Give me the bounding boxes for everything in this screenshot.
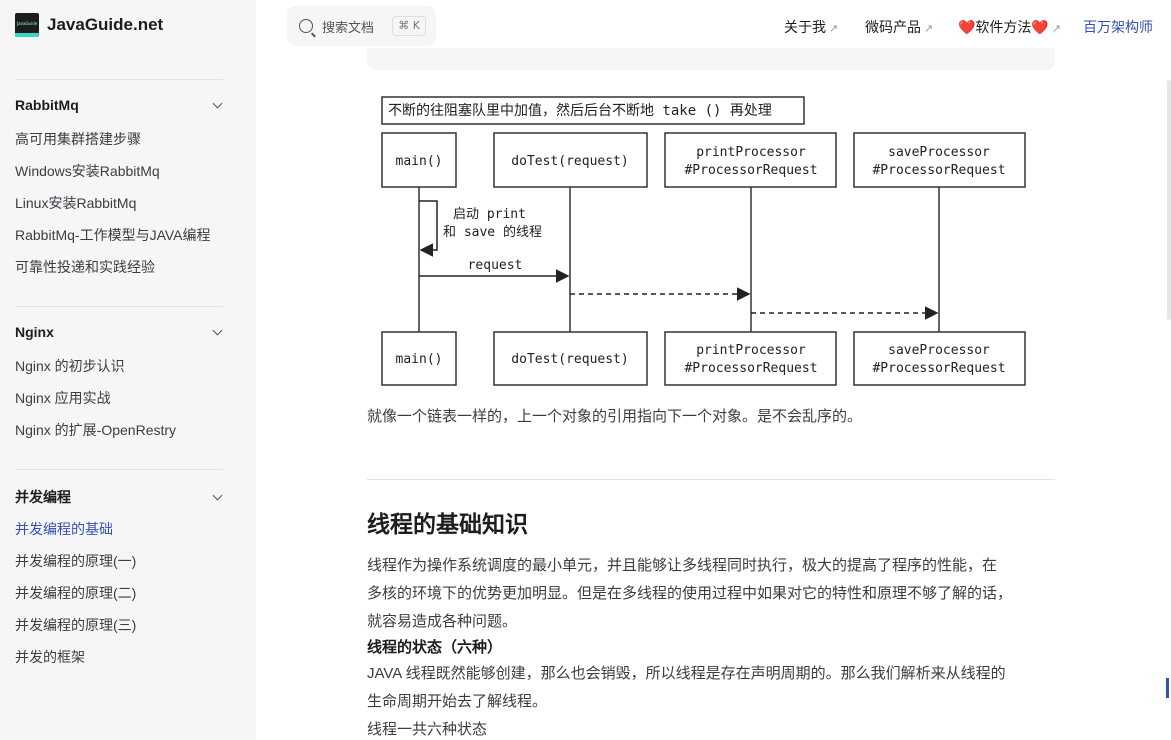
search-shortcut-hint: ⌘ K [392,16,426,36]
nav-link-products[interactable]: 微码产品↗ [865,17,933,37]
sidebar-group-concurrency[interactable]: 并发编程 [15,487,223,507]
participant-label: #ProcessorRequest [872,361,1005,376]
section-heading: 线程的基础知识 [367,511,528,537]
participant-label: main() [396,154,443,169]
participant-label: doTest(request) [511,154,628,169]
participant-printprocessor-bottom [664,331,837,386]
nav-link-label: 关于我 [784,19,826,35]
nav-link-label: 微码产品 [865,19,921,35]
paragraph-line: 多核的环境下的优势更加明显。但是在多线程的使用过程中如果对它的特性和原理不够了解… [367,585,1013,602]
paragraph-line: 就容易造成各种问题。 [367,613,518,630]
self-call-arrow [419,200,438,257]
sidebar-item[interactable]: Nginx 应用实战 [15,390,111,406]
sidebar: JavaGuide JavaGuide.net RabbitMq 高可用集群搭建… [0,0,256,740]
code-block-end [367,48,1055,70]
participant-label: saveProcessor [888,343,990,358]
nav-link-about[interactable]: 关于我↗ [784,17,838,37]
sidebar-item[interactable]: Linux安装RabbitMq [15,195,137,211]
diagram-note: 不断的往阻塞队里中加值，然后后台不断地 take () 再处理 [388,102,772,119]
sidebar-group-nginx[interactable]: Nginx [15,324,223,340]
sidebar-item[interactable]: Nginx 的扩展-OpenRestry [15,422,177,438]
sidebar-group-title: Nginx [15,324,54,340]
external-link-icon: ↗ [1051,23,1062,35]
site-logo-icon: JavaGuide [15,13,39,37]
participant-saveprocessor-bottom [853,331,1026,386]
participant-label: #ProcessorRequest [872,163,1005,178]
sidebar-item[interactable]: 高可用集群搭建步骤 [15,131,141,147]
paragraph: 就像一个链表一样的，上一个对象的引用指向下一个对象。是不会乱序的。 [367,408,863,425]
participant-dotest [493,132,648,188]
participant-dotest-bottom [493,331,648,386]
sidebar-item[interactable]: 并发编程的原理(三) [15,617,137,633]
section-divider [367,479,1055,480]
self-call-label: 启动 print [453,207,526,222]
paragraph-line: JAVA 线程既然能够创建，那么也会销毁，所以线程是存在声明周期的。那么我们解析… [367,665,1006,682]
sidebar-item[interactable]: RabbitMq-工作模型与JAVA编程 [15,227,211,243]
external-link-icon: ↗ [924,23,934,35]
paragraph-line: 线程作为操作系统调度的最小单元，并且能够让多线程同时执行，极大的提高了程序的性能… [367,557,998,574]
participant-label: printProcessor [696,145,806,160]
message-label: request [468,258,523,273]
participant-label: saveProcessor [888,145,990,160]
participant-printprocessor [664,132,837,188]
nav-link-software-method[interactable]: ❤️软件方法❤️↗ [958,17,1061,37]
sidebar-item[interactable]: 可靠性投递和实践经验 [15,259,155,275]
sidebar-group-title: RabbitMq [15,97,79,113]
chevron-down-icon [213,327,223,337]
external-link-icon: ↗ [829,23,839,35]
paragraph-line: 线程一共六种状态 [367,721,488,738]
paragraph-line: 生命周期开始去了解线程。 [367,693,548,710]
participant-label: printProcessor [696,343,806,358]
subheading: 线程的状态（六种） [367,639,503,656]
outline-marker [1166,678,1169,698]
participant-label: main() [396,352,443,367]
participant-saveprocessor [853,132,1026,188]
sidebar-item-active[interactable]: 并发编程的基础 [15,521,113,537]
participant-main-bottom [381,331,457,386]
sidebar-group-title: 并发编程 [15,489,71,505]
self-call-label: 和 save 的线程 [443,224,542,240]
sidebar-item[interactable]: 并发的框架 [15,649,85,665]
nav-link-label: ❤️软件方法❤️ [958,19,1049,35]
participant-main [381,132,457,188]
nav-link-label: 百万架构师 [1083,19,1153,35]
search-placeholder: 搜索文档 [322,19,375,35]
sidebar-item[interactable]: Windows安装RabbitMq [15,163,160,179]
site-logo-link[interactable]: JavaGuide JavaGuide.net [15,13,163,37]
search-button[interactable]: 搜索文档 ⌘ K [287,6,436,46]
diagram-note-box [381,96,805,125]
sidebar-group-rabbitmq[interactable]: RabbitMq [15,97,223,113]
participant-label: #ProcessorRequest [684,361,817,376]
sidebar-divider [15,79,223,80]
sidebar-item[interactable]: Nginx 的初步认识 [15,358,125,374]
sequence-diagram: 不断的往阻塞队里中加值，然后后台不断地 take () 再处理 main() d… [381,96,1026,386]
scrollbar[interactable] [1167,80,1171,320]
chevron-down-icon [213,100,223,110]
nav-link-architect[interactable]: 百万架构师 [1083,17,1153,37]
sidebar-divider [15,306,223,307]
sidebar-divider [15,469,223,470]
chevron-down-icon [213,492,223,502]
sidebar-item[interactable]: 并发编程的原理(二) [15,585,137,601]
participant-label: #ProcessorRequest [684,163,817,178]
participant-label: doTest(request) [511,352,628,367]
site-name: JavaGuide.net [47,15,164,34]
sidebar-item[interactable]: 并发编程的原理(一) [15,553,137,569]
search-icon [299,19,313,33]
